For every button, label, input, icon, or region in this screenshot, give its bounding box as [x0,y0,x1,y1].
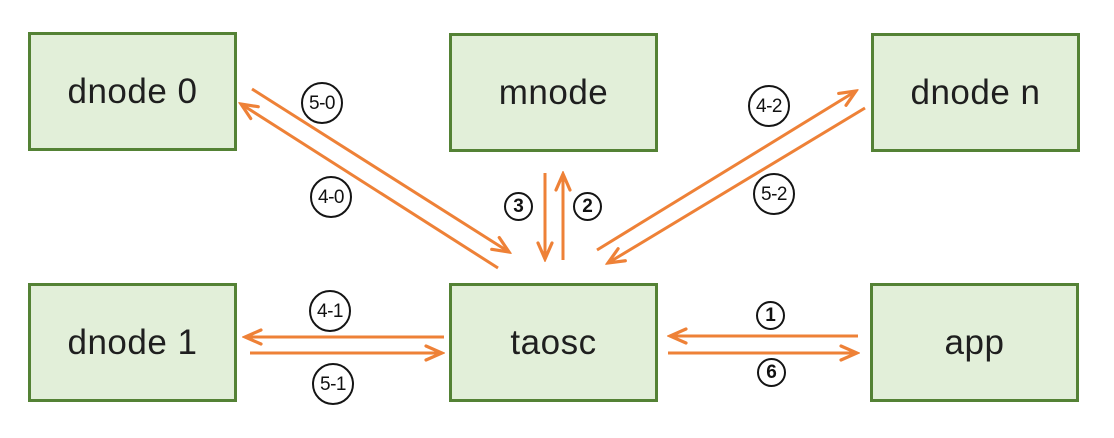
step-label-5-2: 5-2 [753,173,795,215]
step-label-1: 1 [756,301,785,330]
step-label-5-1: 5-1 [312,363,354,405]
arrow-taosc-to-dnode0 [241,104,499,270]
step-label-4-1: 4-1 [309,290,351,332]
arrow-taosc-to-dnoden [596,91,856,252]
node-label: app [944,322,1005,362]
node-dnoden: dnode n [871,33,1080,152]
node-label: dnode 0 [67,71,198,111]
step-label-5-0: 5-0 [301,82,343,124]
step-label-4-2: 4-2 [748,85,790,127]
node-dnode0: dnode 0 [28,32,237,151]
node-app: app [870,283,1079,402]
node-label: dnode 1 [67,322,198,362]
node-label: taosc [510,322,597,362]
node-label: mnode [498,72,609,112]
node-label: dnode n [910,72,1041,112]
step-label-4-0: 4-0 [310,176,352,218]
arrow-dnode0-to-taosc [251,87,509,252]
node-dnode1: dnode 1 [28,283,237,402]
step-label-6: 6 [757,358,786,387]
step-label-2: 2 [573,192,602,221]
node-taosc: taosc [449,283,658,402]
step-label-3: 3 [504,192,533,221]
node-mnode: mnode [449,33,658,152]
arrow-dnoden-to-taosc [608,106,866,263]
